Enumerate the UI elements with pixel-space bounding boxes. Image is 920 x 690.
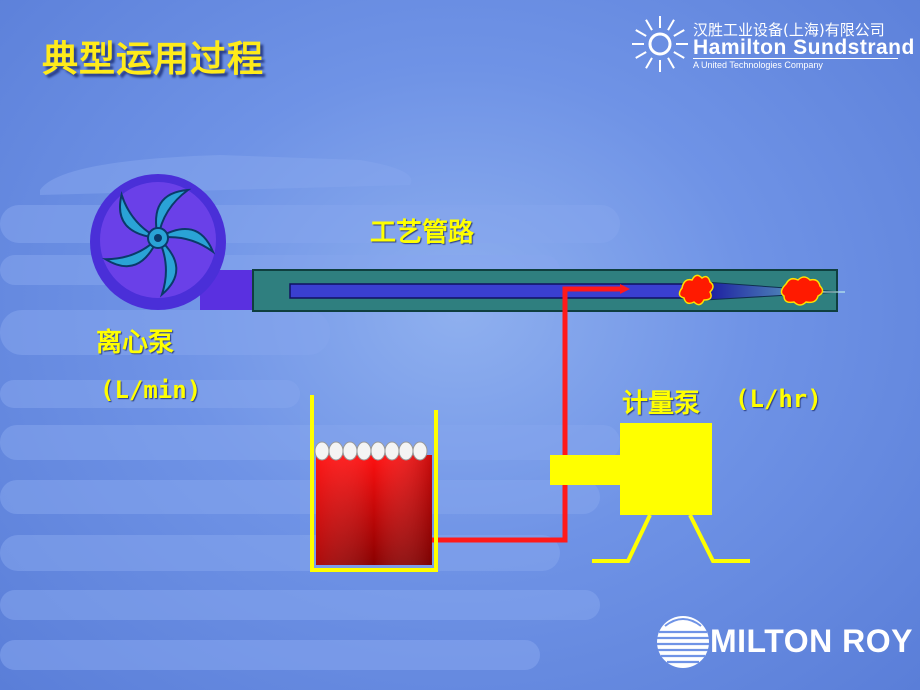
metering-pump-unit: (L/hr): [735, 385, 822, 413]
centrifugal-pump-label: 离心泵: [96, 328, 175, 358]
milton-roy-name: MILTON ROY: [710, 623, 913, 659]
process-pipeline: [252, 269, 845, 312]
centrifugal-pump-icon: [90, 174, 255, 310]
dosing-line: [432, 284, 630, 543]
chemical-tank-icon: [310, 395, 438, 572]
logo-divider: [693, 58, 898, 59]
company-subtitle: A United Technologies Company: [693, 60, 823, 70]
page-title: 典型运用过程: [42, 39, 265, 80]
centrifugal-pump-unit: (L/min): [100, 376, 202, 404]
metering-pump-icon: [550, 423, 750, 563]
metering-pump-label: 计量泵: [622, 389, 701, 419]
milton-roy-logo-icon: [657, 616, 709, 668]
hamilton-sundstrand-logo-icon: [632, 16, 688, 72]
company-chinese-name: 汉胜工业设备(上海)有限公司: [693, 21, 885, 39]
company-english-name: Hamilton Sundstrand: [693, 36, 915, 59]
pipeline-label: 工艺管路: [370, 218, 475, 248]
mixing-cloud-icon: [678, 274, 824, 306]
